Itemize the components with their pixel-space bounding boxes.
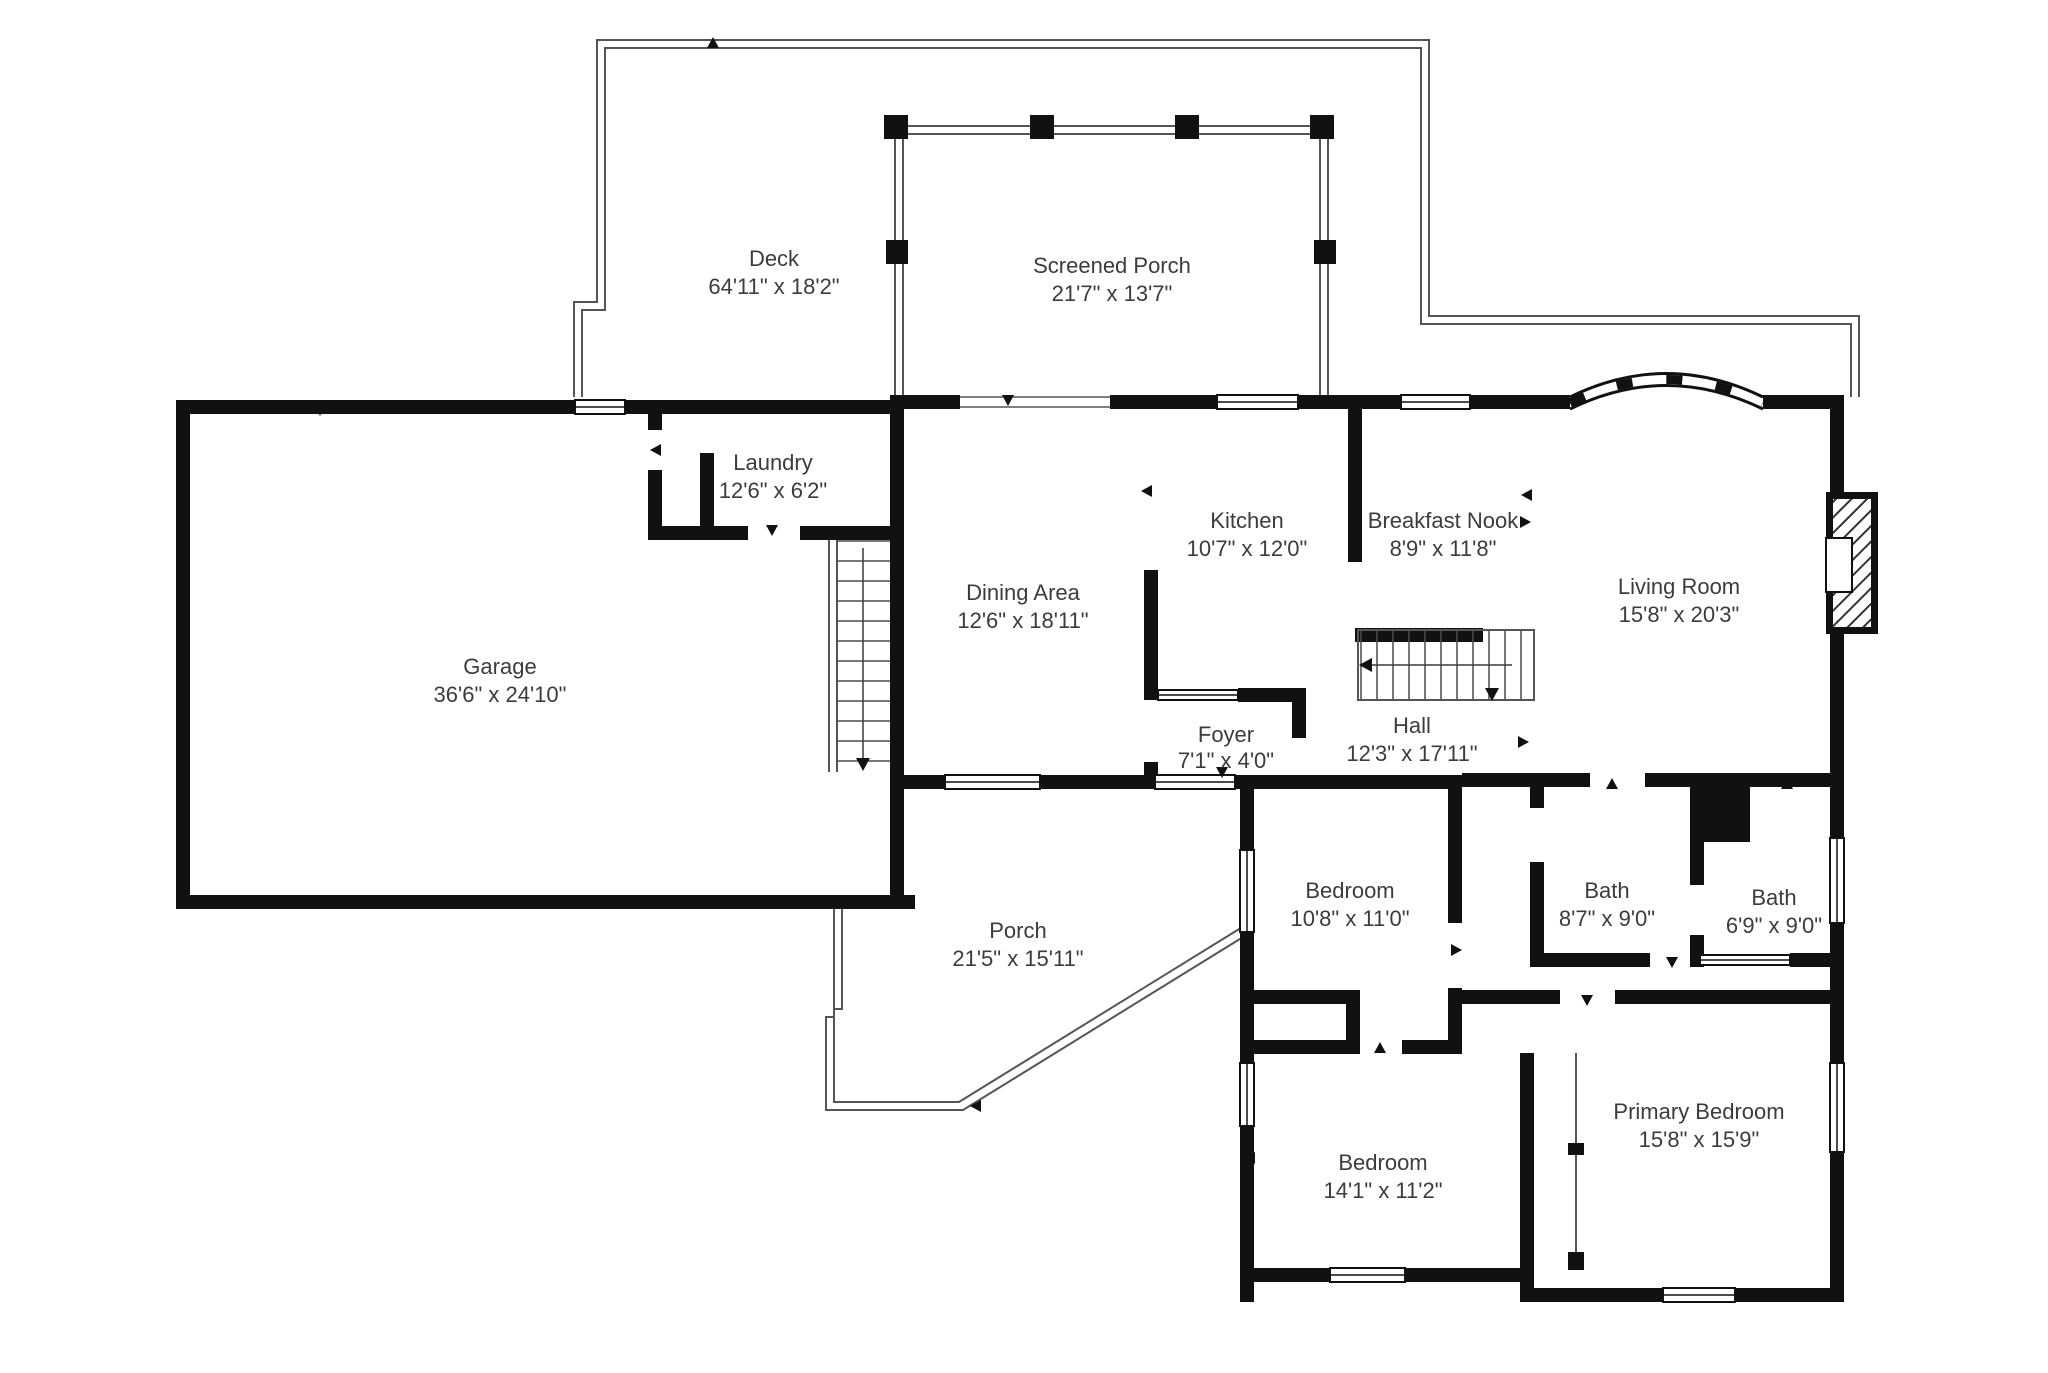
marker-icon [1002, 395, 1014, 406]
front-door-icon [1154, 774, 1236, 790]
room-dims-primary-bedroom: 15'8" x 15'9" [1639, 1127, 1760, 1152]
room-label-porch: Porch [989, 918, 1046, 943]
window-icon [1829, 837, 1845, 924]
marker-icon [1141, 485, 1152, 497]
front-porch-outline [825, 909, 1249, 1111]
room-dims-dining-area: 12'6" x 18'11" [957, 608, 1088, 633]
basement-stairs-icon [828, 540, 890, 772]
marker-icon [970, 1100, 981, 1112]
door-markers [264, 37, 1793, 1164]
room-label-breakfast-nook: Breakfast Nook [1368, 508, 1519, 533]
marker-icon [766, 525, 778, 536]
marker-icon [707, 37, 719, 48]
marker-icon [1666, 957, 1678, 968]
room-label-primary-bedroom: Primary Bedroom [1613, 1099, 1784, 1124]
marker-icon [1606, 778, 1618, 789]
room-label-bath-2: Bath [1751, 885, 1796, 910]
window-icon [1329, 1267, 1406, 1283]
marker-icon [650, 444, 661, 456]
room-label-hall: Hall [1393, 713, 1431, 738]
room-label-foyer: Foyer [1198, 722, 1254, 747]
room-label-kitchen: Kitchen [1210, 508, 1283, 533]
room-label-living-room: Living Room [1618, 574, 1740, 599]
room-label-deck: Deck [749, 246, 800, 271]
glass-partition-icon [1699, 954, 1791, 966]
window-icon [1239, 1062, 1255, 1127]
marker-icon [1216, 767, 1228, 778]
room-dims-living-room: 15'8" x 20'3" [1619, 602, 1740, 627]
room-dims-kitchen: 10'7" x 12'0" [1187, 536, 1308, 561]
room-label-laundry: Laundry [733, 450, 813, 475]
walls [176, 395, 1844, 1302]
marker-icon [1374, 1042, 1386, 1053]
room-dims-hall: 12'3" x 17'11" [1346, 741, 1477, 766]
windows [574, 394, 1845, 1303]
room-dims-laundry: 12'6" x 6'2" [719, 478, 827, 503]
pass-through-icon [1157, 689, 1239, 701]
marker-icon [1521, 489, 1532, 501]
fireplace-icon [1825, 492, 1878, 634]
window-icon [1829, 1062, 1845, 1153]
marker-icon [264, 897, 276, 908]
window-icon [574, 399, 626, 415]
room-dims-bath-2: 6'9" x 9'0" [1726, 913, 1822, 938]
room-label-dining-area: Dining Area [966, 580, 1081, 605]
window-icon [1400, 394, 1471, 410]
window-icon [1662, 1287, 1736, 1303]
marker-icon [1581, 995, 1593, 1006]
room-label-bath-1: Bath [1584, 878, 1629, 903]
room-label-screened-porch: Screened Porch [1033, 253, 1191, 278]
window-icon [944, 774, 1041, 790]
window-icon [1239, 849, 1255, 933]
room-label-garage: Garage [463, 654, 536, 679]
room-dims-bath-1: 8'7" x 9'0" [1559, 906, 1655, 931]
marker-icon [1781, 778, 1793, 789]
room-dims-deck: 64'11" x 18'2" [708, 274, 839, 299]
marker-icon [550, 897, 562, 908]
room-label-bedroom-1: Bedroom [1305, 878, 1394, 903]
window-icon [1216, 394, 1299, 410]
room-dims-porch: 21'5" x 15'11" [952, 946, 1083, 971]
room-dims-foyer: 7'1" x 4'0" [1178, 748, 1274, 773]
room-labels: Deck 64'11" x 18'2" Screened Porch 21'7"… [434, 246, 1823, 1203]
hall-stairs-icon [1357, 629, 1535, 701]
room-dims-garage: 36'6" x 24'10" [434, 682, 567, 707]
marker-icon [1244, 1152, 1255, 1164]
screened-porch-structure [884, 115, 1336, 395]
porch-opening [960, 396, 1110, 408]
room-dims-breakfast-nook: 8'9" x 11'8" [1390, 536, 1497, 561]
room-dims-bedroom-2: 14'1" x 11'2" [1323, 1178, 1442, 1203]
room-dims-bedroom-1: 10'8" x 11'0" [1290, 906, 1409, 931]
room-dims-screened-porch: 21'7" x 13'7" [1052, 281, 1173, 306]
marker-icon [1451, 944, 1462, 956]
room-label-bedroom-2: Bedroom [1338, 1150, 1427, 1175]
marker-icon [314, 405, 326, 416]
bay-window-icon [1568, 372, 1765, 411]
marker-icon [1518, 736, 1529, 748]
marker-icon [1520, 516, 1531, 528]
deck-outline [573, 39, 1860, 397]
porch-post-icon [884, 115, 1336, 264]
